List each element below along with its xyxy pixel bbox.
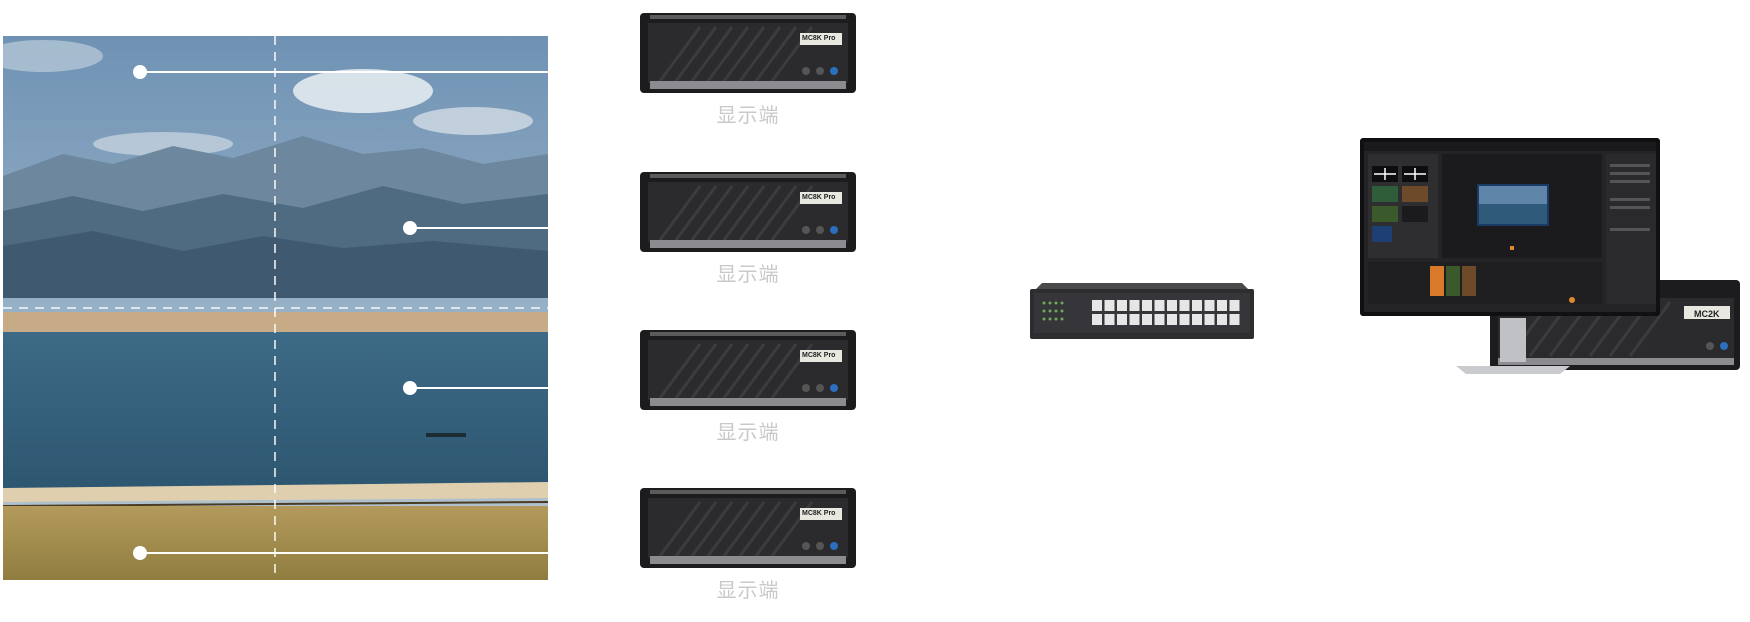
switch-port <box>1179 314 1190 325</box>
render-server-1: MC8K Pro 显示端 <box>640 13 856 127</box>
switch-port <box>1229 314 1240 325</box>
switch-port <box>1154 300 1165 311</box>
server-label: 显示端 <box>716 262 780 286</box>
server-brand: MC8K Pro <box>802 510 836 517</box>
control-workstation: MC2K <box>1360 138 1750 378</box>
switch-port <box>1154 314 1165 325</box>
render-server-3: MC8K Pro 显示端 <box>640 330 856 444</box>
switch-port <box>1217 314 1227 325</box>
status-leds <box>1042 301 1064 321</box>
switch-port <box>1129 300 1140 311</box>
switch-port <box>1167 300 1177 311</box>
render-server-4: MC8K Pro 显示端 <box>640 488 856 602</box>
server-chassis <box>640 13 856 93</box>
server-label: 显示端 <box>716 420 780 444</box>
server-label: 显示端 <box>716 578 780 602</box>
switch-port <box>1117 314 1127 325</box>
switch-port <box>1117 300 1127 311</box>
switch-port <box>1217 300 1227 311</box>
switch-port <box>1092 314 1102 325</box>
switch-port <box>1104 314 1115 325</box>
server-brand: MC8K Pro <box>802 35 836 42</box>
switch-port <box>1192 300 1202 311</box>
switch-port <box>1142 300 1152 311</box>
server-brand: MC8K Pro <box>802 352 836 359</box>
switch-port <box>1092 300 1102 311</box>
server-chassis <box>640 172 856 252</box>
server-brand: MC8K Pro <box>802 194 836 201</box>
server-chassis <box>640 488 856 568</box>
switch-port <box>1142 314 1152 325</box>
switch-port <box>1167 314 1177 325</box>
switch-port <box>1104 300 1115 311</box>
render-server-2: MC8K Pro 显示端 <box>640 172 856 286</box>
switch-port <box>1229 300 1240 311</box>
landscape-image <box>3 36 548 580</box>
switch-port <box>1129 314 1140 325</box>
switch-port <box>1192 314 1202 325</box>
server-label: 显示端 <box>716 103 780 127</box>
switch-port <box>1179 300 1190 311</box>
network-switch <box>1030 283 1254 339</box>
controller-brand: MC2K <box>1694 309 1720 319</box>
switch-port <box>1204 314 1215 325</box>
server-chassis <box>640 330 856 410</box>
switch-port <box>1204 300 1215 311</box>
